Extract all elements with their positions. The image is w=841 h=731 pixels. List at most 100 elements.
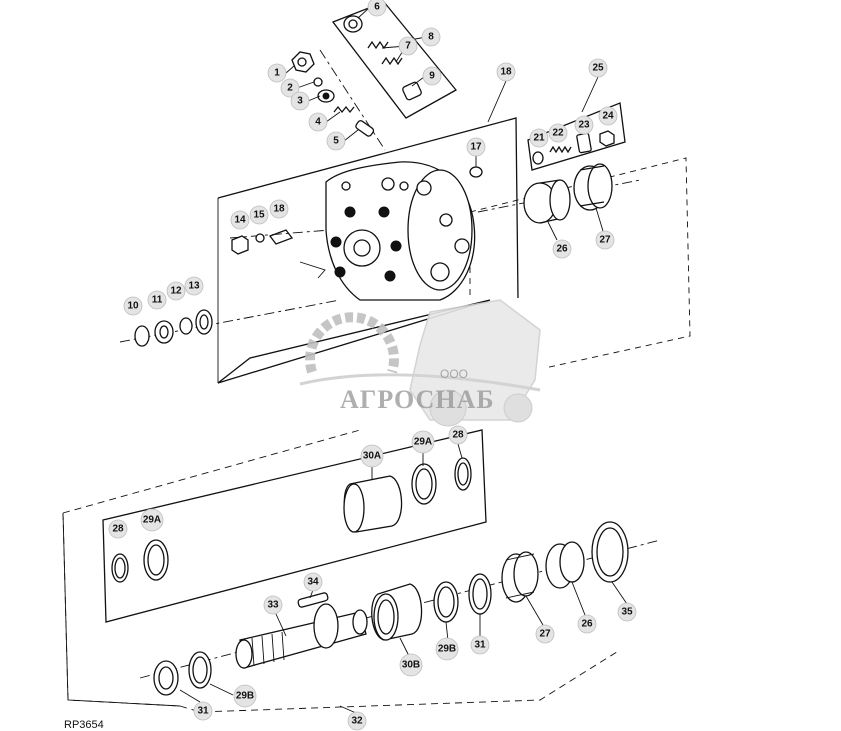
callout-label: 26 (556, 244, 568, 255)
watermark-company: АГРОСНАБ (340, 385, 495, 414)
callout-2: 2 (280, 78, 300, 98)
callout-29b: 29B (435, 637, 459, 661)
drawing-code: RP3654 (64, 719, 104, 731)
callout-label: 18 (500, 67, 512, 78)
callout-13: 13 (184, 276, 204, 296)
callout-31: 31 (470, 635, 490, 655)
piston-part-8 (402, 81, 422, 101)
callout-label: 28 (112, 524, 124, 535)
callout-label: 5 (333, 136, 339, 147)
callout-17: 17 (466, 137, 486, 157)
callout-label: 27 (539, 629, 551, 640)
callout-label: 1 (274, 68, 280, 79)
bearing-upper-26-27 (523, 163, 613, 224)
callout-24: 24 (598, 106, 618, 126)
callout-11: 11 (147, 290, 167, 310)
callout-label: 9 (429, 71, 435, 82)
bearing-group-frame (102, 429, 487, 623)
callout-9: 9 (422, 66, 442, 86)
callout-label: 10 (127, 301, 139, 312)
callout-label: 18 (273, 204, 285, 215)
callout-bubble (184, 276, 204, 296)
callout-label: 29B (438, 644, 456, 655)
callout-4: 4 (308, 112, 328, 132)
nut-part-1 (291, 51, 315, 73)
watermark: ООО АГРОСНАБ (299, 299, 541, 427)
callout-bubble (617, 602, 637, 622)
callout-bubble (535, 624, 555, 644)
callout-bubble (193, 701, 213, 721)
callout-bubble (435, 637, 459, 661)
callout-bubble (166, 281, 186, 301)
callout-label: 29A (414, 437, 432, 448)
callout-bubble (411, 430, 435, 454)
callout-30b: 30B (399, 653, 423, 677)
callout-label: 28 (452, 430, 464, 441)
callout-label: 22 (552, 128, 564, 139)
callout-label: 27 (599, 235, 611, 246)
watermark-prefix: ООО (440, 367, 468, 381)
callout-23: 23 (574, 115, 594, 135)
callout-10: 10 (123, 296, 143, 316)
callout-label: 17 (470, 142, 482, 153)
callout-bubble (263, 595, 283, 615)
pump-housing (325, 161, 476, 301)
callout-30a: 30A (360, 444, 384, 468)
relief-group-frame (527, 102, 626, 171)
callout-label: 30A (363, 451, 381, 462)
callout-bubble (548, 123, 568, 143)
callout-31: 31 (193, 701, 213, 721)
callout-29a: 29A (140, 508, 164, 532)
callout-bubble (588, 58, 608, 78)
callout-bubble (598, 106, 618, 126)
callout-5: 5 (326, 131, 346, 151)
callout-34: 34 (303, 572, 323, 592)
callout-label: 25 (592, 63, 604, 74)
callout-bubble (280, 78, 300, 98)
callout-bubble (470, 635, 490, 655)
callout-label: 29A (143, 515, 161, 526)
callout-bubble (326, 131, 346, 151)
callout-bubble (308, 112, 328, 132)
callout-bubble (574, 115, 594, 135)
relief-parts-21-24 (532, 130, 615, 165)
callout-label: 14 (234, 215, 246, 226)
callout-bubble (290, 91, 310, 111)
valve-group-frame (331, 1, 457, 119)
callout-bubble (595, 230, 615, 250)
callout-1: 1 (267, 63, 287, 83)
spring-part-7 (367, 40, 403, 66)
callout-bubble (367, 0, 387, 17)
callout-bubble (108, 519, 128, 539)
callout-label: 23 (578, 120, 590, 131)
callout-label: 21 (533, 133, 545, 144)
callout-33: 33 (263, 595, 283, 615)
callout-bubble (421, 27, 441, 47)
callout-22: 22 (548, 123, 568, 143)
callout-27: 27 (535, 624, 555, 644)
callout-label: 30B (402, 660, 420, 671)
callout-27: 27 (595, 230, 615, 250)
callout-label: 32 (351, 716, 363, 727)
callout-label: 6 (374, 2, 380, 13)
shaft-group-dash-frame (62, 429, 361, 707)
callout-label: 24 (602, 111, 614, 122)
bearing-group-parts (111, 457, 472, 583)
callout-bubble (552, 239, 572, 259)
callout-26: 26 (552, 239, 572, 259)
callout-label: 3 (297, 96, 303, 107)
callout-28: 28 (448, 425, 468, 445)
callout-label: 29B (236, 691, 254, 702)
callout-label: 12 (170, 286, 182, 297)
callout-29a: 29A (411, 430, 435, 454)
housing-group-frame (217, 117, 519, 384)
callout-bubble (249, 205, 269, 225)
seal-set-10-13 (134, 309, 213, 347)
callout-6: 6 (367, 0, 387, 17)
callout-label: 11 (152, 295, 163, 306)
ball-part-2 (313, 77, 323, 87)
callout-bubble (398, 36, 418, 56)
callout-label: 8 (428, 32, 434, 43)
callout-bubble (123, 296, 143, 316)
